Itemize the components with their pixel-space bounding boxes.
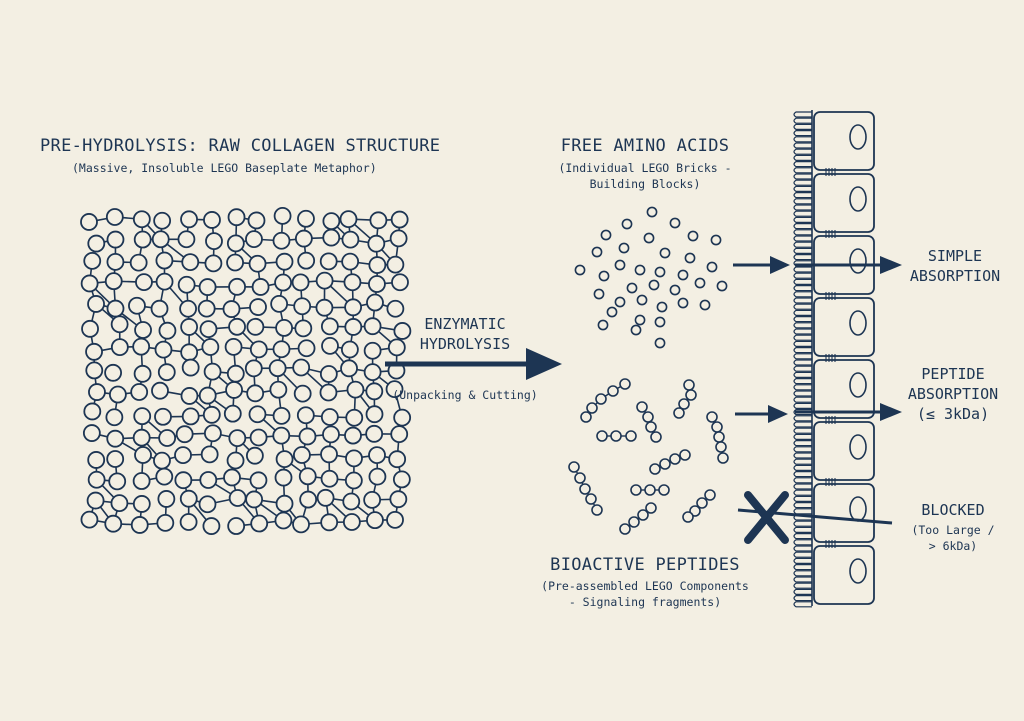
- peptides-sub1: (Pre-assembled LEGO Components: [541, 579, 749, 593]
- bioactive-peptide-chains: [568, 378, 729, 535]
- collagen-network-icon: [80, 206, 412, 535]
- process-label-line2: HYDROLYSIS: [419, 335, 511, 353]
- process-label-line1: ENZYMATIC: [424, 315, 506, 333]
- free-amino-acids-dots: [574, 206, 728, 349]
- blocked-line2: (Too Large /: [911, 523, 995, 537]
- blocked-line3: > 6kDa): [928, 539, 978, 553]
- amino-acids-sub2: Building Blocks): [589, 177, 701, 191]
- x-mark-icon: [744, 491, 789, 544]
- peptides-sub2: - Signaling fragments): [568, 595, 722, 609]
- simple-absorption-line1: SIMPLE: [927, 247, 983, 265]
- peptide-absorption-line2: ABSORPTION: [907, 385, 999, 403]
- hydrolysis-arrow: [385, 348, 562, 380]
- simple-absorption-line2: ABSORPTION: [909, 267, 1001, 285]
- pre-hydrolysis-subtitle: (Massive, Insoluble LEGO Baseplate Metap…: [72, 161, 377, 175]
- peptide-absorption-line1: PEPTIDE: [921, 365, 985, 383]
- peptides-title: BIOACTIVE PEPTIDES: [550, 555, 740, 575]
- pre-hydrolysis-title: PRE-HYDROLYSIS: RAW COLLAGEN STRUCTURE: [40, 136, 441, 156]
- blocked-line1: BLOCKED: [921, 501, 985, 519]
- amino-acids-sub1: (Individual LEGO Bricks -: [558, 161, 732, 175]
- intestinal-cell-wall-icon: [793, 110, 875, 608]
- peptide-absorption-line3: (≤ 3kDa): [916, 405, 990, 423]
- simple-absorption-arrow: [733, 256, 902, 274]
- amino-acids-title: FREE AMINO ACIDS: [560, 136, 730, 156]
- peptide-absorption-arrow: [735, 403, 902, 423]
- process-note: (Unpacking & Cutting): [392, 388, 538, 402]
